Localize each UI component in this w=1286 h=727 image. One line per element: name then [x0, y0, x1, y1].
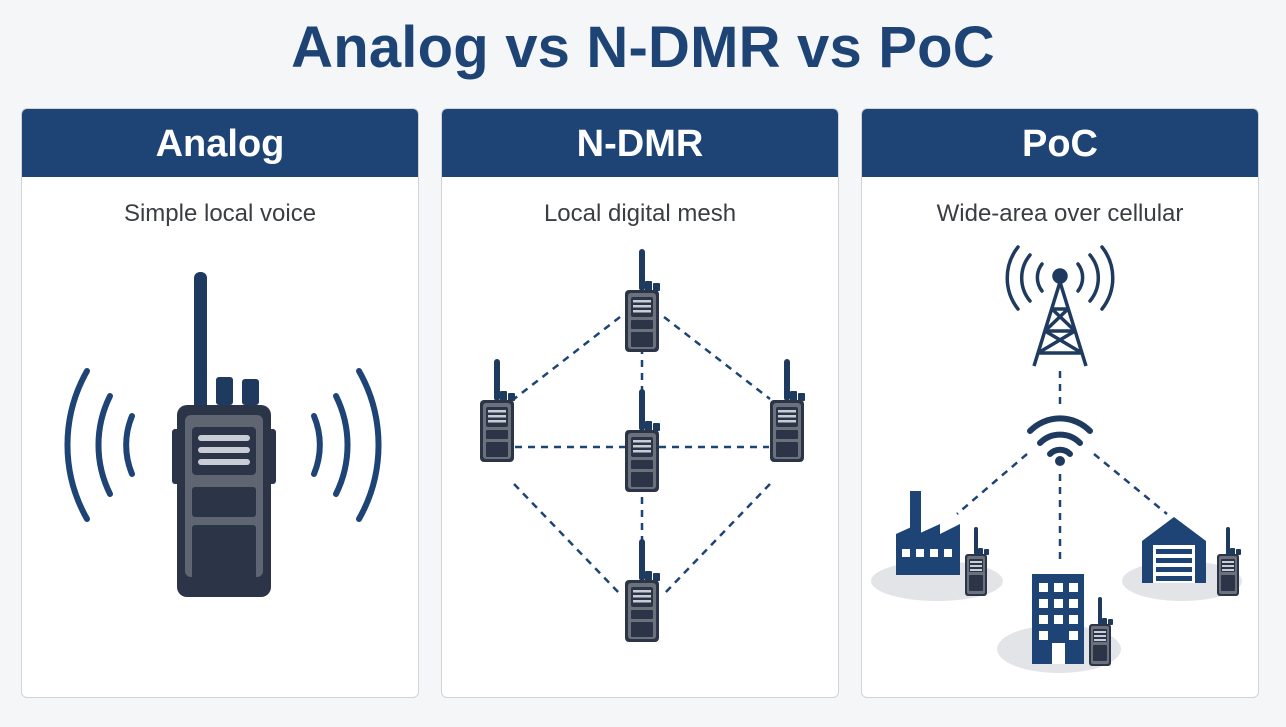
page-title: Analog vs N-DMR vs PoC: [291, 15, 995, 80]
office-building-icon: [1032, 574, 1084, 664]
poc-panel-subtitle: Wide-area over cellular: [936, 200, 1184, 227]
cellular-links: [956, 371, 1168, 564]
radio-bottom-icon: [625, 539, 660, 642]
ndmr-panel-header: N-DMR: [442, 109, 838, 177]
factory-icon: [896, 491, 960, 575]
cell-tower-icon: [1032, 268, 1088, 367]
broadcast-waves-icon: [1005, 245, 1115, 311]
poc-panel: PoC Wide-area over cellular: [861, 108, 1259, 698]
analog-panel-subtitle: Simple local voice: [123, 200, 317, 227]
radio-center-icon: [625, 389, 660, 492]
cellular-illustration: [871, 245, 1242, 673]
ndmr-panel-subtitle: Local digital mesh: [543, 200, 737, 227]
wireless-signal-icon: [1027, 415, 1093, 466]
radio-building-icon: [1089, 597, 1113, 666]
radio-top-icon: [625, 249, 660, 352]
ndmr-panel: N-DMR Local digital mesh: [441, 108, 839, 698]
analog-panel: Analog Simple local voice: [21, 108, 419, 698]
poc-panel-header: PoC: [862, 109, 1258, 177]
walkie-talkie-icon: [172, 272, 276, 597]
analog-panel-header: Analog: [22, 109, 418, 177]
radio-warehouse-icon: [1217, 527, 1241, 596]
warehouse-icon: [1142, 517, 1206, 583]
signal-waves-left-icon: [64, 368, 135, 522]
signal-waves-right-icon: [311, 368, 382, 522]
mesh-network-icon: [480, 249, 805, 642]
radio-right-icon: [770, 359, 805, 462]
analog-illustration: [64, 272, 382, 597]
radio-left-icon: [480, 359, 515, 462]
radio-factory-icon: [965, 527, 989, 596]
